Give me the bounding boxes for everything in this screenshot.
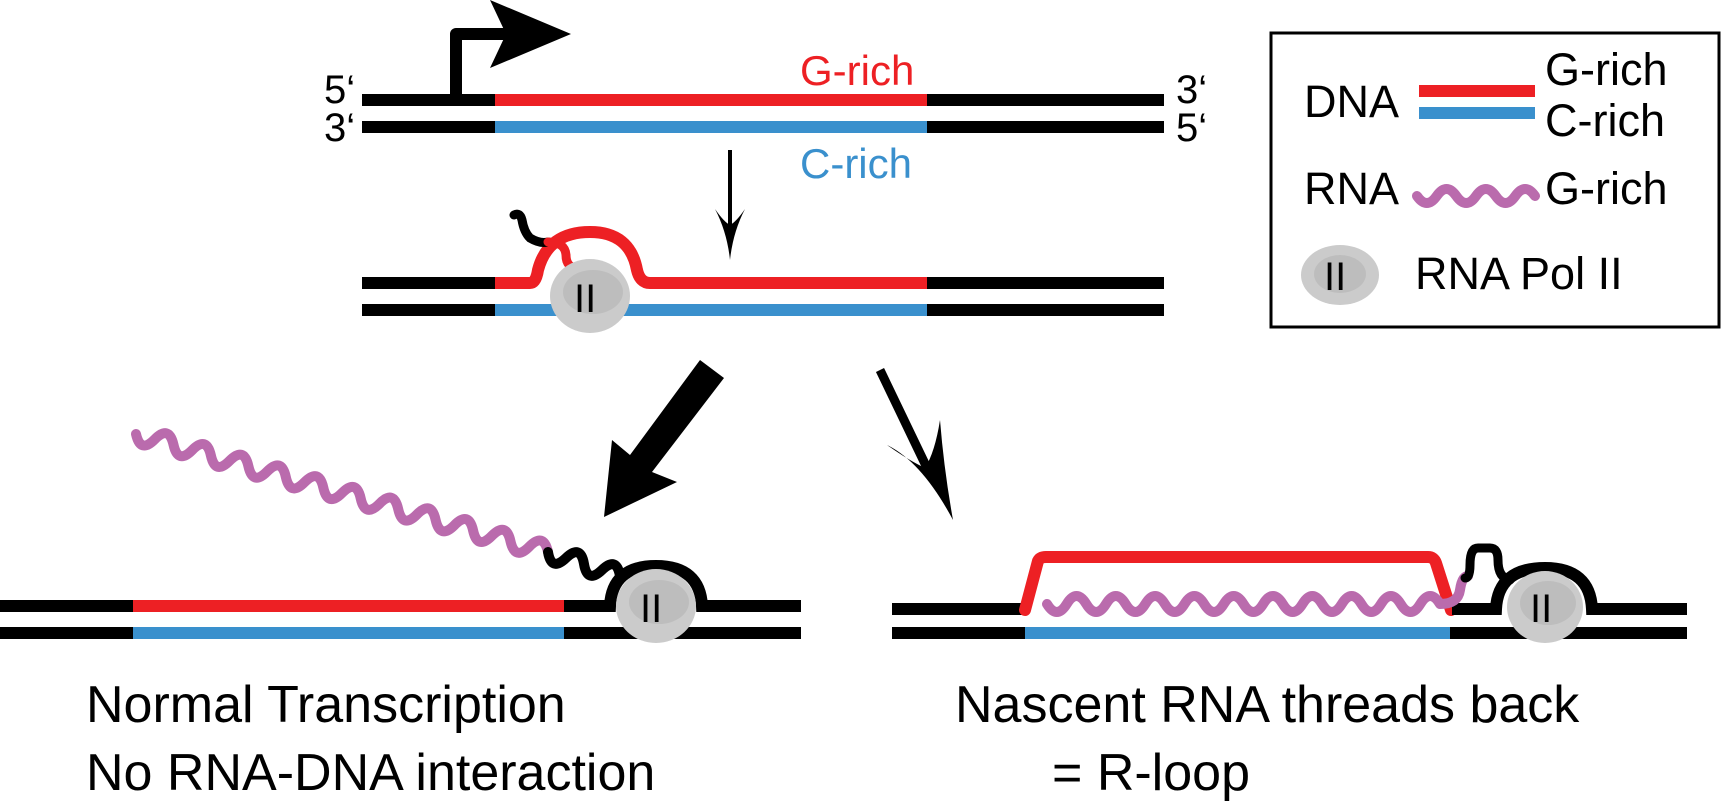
top-strand-g-rich <box>495 94 927 106</box>
top-strand-right-flank <box>927 94 1164 106</box>
legend-rna-pol-ii-icon: II <box>1301 245 1379 305</box>
left-rna-black-segment <box>543 547 625 581</box>
bottom-strand-3prime-label: 3‘ <box>324 106 355 150</box>
legend-dna-g-rich-label: G-rich <box>1545 44 1668 95</box>
legend-dna-label: DNA <box>1304 76 1399 127</box>
minor-pathway-arrow-icon <box>875 368 953 520</box>
left-top-flank <box>0 600 133 612</box>
left-rna-pol-ii-icon: II <box>616 569 696 643</box>
mid-rna-pol-ii-icon: II <box>550 259 630 333</box>
top-strand-left-flank <box>362 94 495 106</box>
mid-top-g-rich-strand <box>495 225 927 289</box>
left-caption-line1: Normal Transcription <box>86 676 566 734</box>
right-top-right-flank <box>1452 561 1687 615</box>
left-top-g-rich <box>133 600 564 612</box>
right-rna-pol-ii-icon: II <box>1507 571 1583 643</box>
legend-dna-g-rich-swatch <box>1419 85 1535 97</box>
right-caption-line1: Nascent RNA threads back <box>955 676 1580 734</box>
legend-rna-swatch <box>1412 184 1540 208</box>
legend-dna-c-rich-swatch <box>1419 107 1535 119</box>
legend-pol-ii-glyph: II <box>1324 255 1346 299</box>
top-strand-3prime-label: 3‘ <box>1176 68 1207 112</box>
legend: DNA G-rich C-rich RNA G-rich II RNA Pol … <box>1269 31 1721 329</box>
bottom-strand-left-flank <box>362 121 495 133</box>
right-rna-black-segment <box>1460 543 1515 585</box>
c-rich-label: C-rich <box>800 140 912 187</box>
legend-rna-label: RNA <box>1304 163 1399 214</box>
left-bottom-flank <box>0 627 133 639</box>
left-pol-ii-glyph: II <box>640 587 662 631</box>
transcription-step-arrow-icon <box>715 150 745 260</box>
legend-dna-c-rich-label: C-rich <box>1545 95 1665 146</box>
mid-bottom-right-flank <box>927 304 1164 316</box>
legend-pol-ii-label: RNA Pol II <box>1415 248 1623 299</box>
top-strand-5prime-label: 5‘ <box>324 68 355 112</box>
mid-bottom-left-flank <box>362 304 495 316</box>
bottom-strand-5prime-label: 5‘ <box>1176 106 1207 150</box>
normal-transcription-panel: II Normal Transcription No RNA-DNA inter… <box>0 428 801 802</box>
right-displaced-g-rich-strand <box>1019 551 1457 616</box>
right-top-left-flank <box>892 603 1023 615</box>
mid-pol-ii-glyph: II <box>574 277 596 321</box>
left-caption-line2: No RNA-DNA interaction <box>86 744 655 802</box>
promoter-arrow-icon <box>450 0 571 94</box>
major-pathway-arrow-icon <box>604 360 724 517</box>
right-pol-ii-glyph: II <box>1530 587 1552 631</box>
legend-rna-g-rich-label: G-rich <box>1545 163 1668 214</box>
mid-nascent-rna-stub <box>509 209 553 247</box>
r-loop-panel: II Nascent RNA threads back = R-loop <box>892 543 1687 802</box>
g-rich-label: G-rich <box>800 47 914 94</box>
left-free-rna-transcript <box>131 428 553 558</box>
right-bottom-c-rich <box>1025 627 1450 639</box>
right-caption-line2: = R-loop <box>1052 744 1250 802</box>
transcribing-dna-duplex: II <box>362 209 1164 333</box>
bottom-strand-right-flank <box>927 121 1164 133</box>
mid-top-right-flank <box>927 277 1164 289</box>
left-bottom-c-rich <box>133 627 564 639</box>
bottom-strand-c-rich <box>495 121 927 133</box>
legend-box <box>1269 31 1721 329</box>
initial-dna-duplex: 5‘ 3‘ 3‘ 5‘ G-rich C-rich <box>324 0 1207 187</box>
mid-top-left-flank <box>362 277 495 289</box>
left-top-right-flank <box>564 559 801 612</box>
right-hybridized-rna <box>1042 571 1473 617</box>
right-bottom-left-flank <box>892 627 1025 639</box>
